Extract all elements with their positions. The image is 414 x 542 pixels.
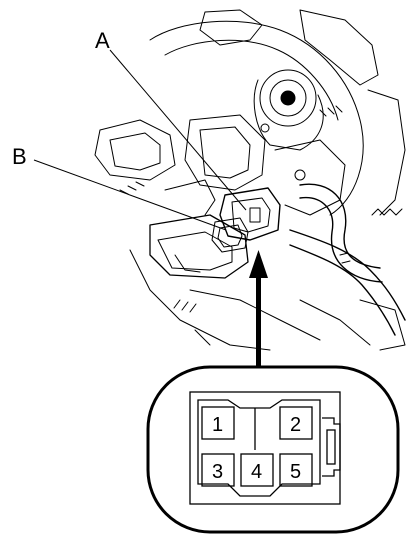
arrow-shaft: [256, 268, 261, 368]
lower-frame-mid: [189, 289, 321, 341]
pin-2-label: 2: [290, 414, 301, 436]
leader-a: [109, 49, 247, 211]
connector-face: [231, 197, 271, 233]
connector-plug-detail: [217, 224, 243, 248]
connector-plug: [211, 217, 249, 253]
connector-housing: [219, 187, 281, 241]
harness-lower-b: [289, 244, 396, 336]
connector-inner: [197, 399, 321, 497]
lower-frame-left: [129, 249, 271, 351]
connector-lock-slot: [326, 429, 336, 465]
harness-lower: [289, 229, 406, 321]
leader-b: [33, 159, 227, 231]
pin-4-cavity: [240, 453, 274, 487]
pulley-mid: [269, 79, 307, 117]
pin-5-cavity: [279, 453, 313, 487]
lower-bracket-foot: [174, 254, 201, 273]
upper-right-bracket: [299, 9, 379, 86]
callout-b: B: [12, 144, 27, 169]
center-body-detail: [199, 126, 251, 179]
upper-housing: [149, 20, 364, 216]
pulley-hub: [280, 90, 296, 106]
connector-pinout: [189, 391, 341, 505]
left-bracket-detail: [109, 132, 161, 171]
right-frame: [367, 89, 406, 216]
pin-4-label: 4: [251, 461, 262, 483]
center-body: [184, 114, 266, 191]
hose-upper-b: [299, 196, 383, 283]
pin-3-cavity: [201, 453, 235, 487]
connector-latch: [249, 207, 261, 223]
connector-lock-tab: [322, 417, 341, 477]
lower-frame-right: [299, 299, 371, 346]
pin-1-cavity: [201, 406, 235, 440]
pin-2-cavity: [279, 406, 313, 440]
upper-housing-inner: [164, 39, 339, 121]
callout-leaders: [33, 49, 247, 231]
ground-line: [194, 329, 211, 346]
right-lower-frame: [359, 299, 406, 351]
hatch-marks: [119, 105, 351, 313]
pulley-outer: [259, 69, 317, 127]
detail-bubble: [146, 365, 400, 534]
bolt-2: [260, 123, 270, 133]
pin-5-label: 5: [290, 461, 301, 483]
left-bracket: [94, 119, 176, 181]
callout-a: A: [95, 28, 110, 53]
bolt-1: [294, 169, 306, 181]
lower-bracket: [149, 214, 249, 279]
engine-bay-drawing: [94, 9, 406, 351]
mid-right-housing: [274, 139, 346, 216]
arrow-head: [249, 250, 268, 278]
lower-bracket-flange: [157, 231, 233, 271]
hose-upper: [299, 183, 381, 269]
pin-1-label: 1: [212, 414, 223, 436]
spring-coil: [371, 208, 403, 216]
pin-3-label: 3: [212, 461, 223, 483]
left-bracket-arm: [164, 179, 216, 216]
detail-arrow: [249, 250, 268, 368]
upper-bracket: [199, 9, 263, 46]
